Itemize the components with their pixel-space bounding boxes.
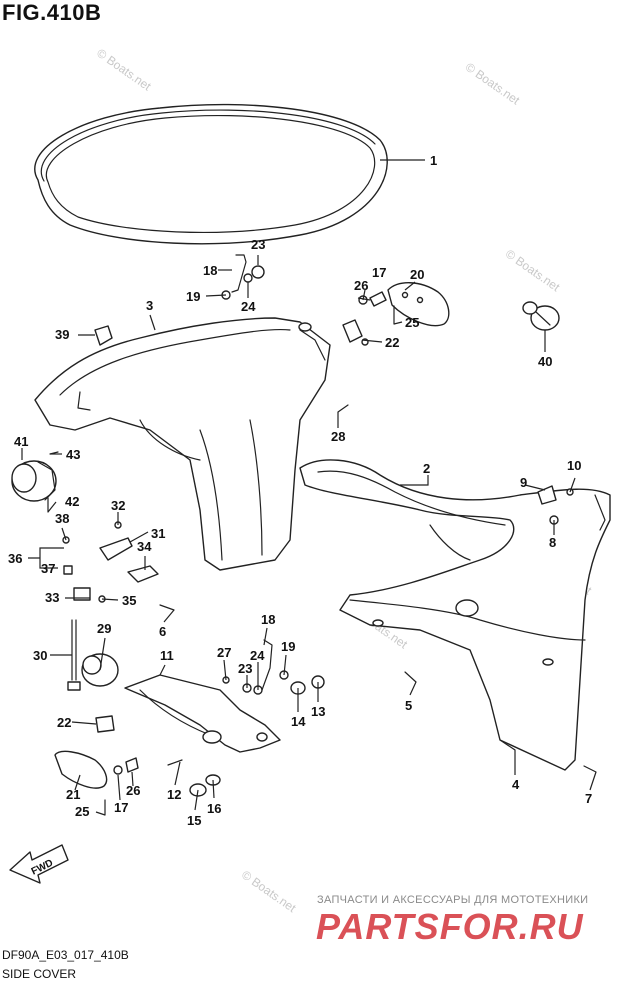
callout-12: 12	[167, 787, 181, 802]
callout-23: 23	[251, 237, 265, 252]
callout-18: 18	[203, 263, 217, 278]
part-11-bracket	[124, 674, 281, 753]
footer-name: SIDE COVER	[2, 967, 77, 981]
part-3-left-cover	[34, 317, 331, 571]
callout-43: 43	[66, 447, 80, 462]
callout-22-lower: 22	[57, 715, 71, 730]
callout-24: 24	[241, 299, 256, 314]
callout-29: 29	[97, 621, 111, 636]
callout-26-lower: 26	[126, 783, 140, 798]
callout-27: 27	[217, 645, 231, 660]
part-41-boot	[11, 460, 57, 502]
callout-35: 35	[122, 593, 136, 608]
callout-38: 38	[55, 511, 69, 526]
footer-code: DF90A_E03_017_410B	[2, 948, 129, 962]
callouts: 1 2 3 4 5 6 7 8 9 10 11 12 13 14 15 16 1…	[8, 153, 592, 828]
callout-41: 41	[14, 434, 28, 449]
boats-watermark: © Boats.net	[503, 247, 563, 295]
boats-watermark: © Boats.net	[239, 868, 299, 916]
callout-28: 28	[331, 429, 345, 444]
callout-31: 31	[151, 526, 165, 541]
part-1-seal	[34, 103, 388, 245]
callout-26: 26	[354, 278, 368, 293]
callout-40: 40	[538, 354, 552, 369]
callout-34: 34	[137, 539, 152, 554]
callout-36: 36	[8, 551, 22, 566]
callout-42: 42	[65, 494, 79, 509]
callout-3: 3	[146, 298, 153, 313]
callout-30: 30	[33, 648, 47, 663]
callout-4: 4	[512, 777, 520, 792]
callout-23-lower: 23	[238, 661, 252, 676]
callout-19-lower: 19	[281, 639, 295, 654]
callout-18-lower: 18	[261, 612, 275, 627]
callout-13: 13	[311, 704, 325, 719]
watermark-ru-text: ЗАПЧАСТИ И АКСЕССУАРЫ ДЛЯ МОТОТЕХНИКИ	[317, 894, 589, 906]
fwd-arrow: FWD	[9, 844, 69, 884]
callout-7: 7	[585, 791, 592, 806]
watermark-logo: PARTSFOR.RU	[316, 906, 584, 947]
boats-watermark: © Boats.net	[463, 60, 523, 108]
callout-10: 10	[567, 458, 581, 473]
part-2-right-cover	[299, 459, 611, 771]
callout-1: 1	[430, 153, 437, 168]
callout-37: 37	[41, 561, 55, 576]
callout-32: 32	[111, 498, 125, 513]
callout-33: 33	[45, 590, 59, 605]
callout-9: 9	[520, 475, 527, 490]
callout-5: 5	[405, 698, 412, 713]
callout-17-lower: 17	[114, 800, 128, 815]
callout-16: 16	[207, 801, 221, 816]
part-30-tie	[67, 619, 81, 691]
callout-22: 22	[385, 335, 399, 350]
callout-25: 25	[405, 315, 419, 330]
leader-lines	[21, 159, 597, 816]
callout-19: 19	[186, 289, 200, 304]
part-20-handle	[387, 282, 450, 327]
boats-watermark: © Boats.net	[94, 46, 154, 94]
callout-2: 2	[423, 461, 430, 476]
callout-39: 39	[55, 327, 69, 342]
callout-15: 15	[187, 813, 201, 828]
part-21-handle	[54, 750, 108, 789]
callout-14: 14	[291, 714, 306, 729]
callout-11: 11	[160, 648, 174, 663]
callout-24-lower: 24	[250, 648, 265, 663]
callout-17: 17	[372, 265, 386, 280]
figure-title: FIG.410B	[2, 0, 102, 25]
callout-6: 6	[159, 624, 166, 639]
callout-21: 21	[66, 787, 80, 802]
callout-8: 8	[549, 535, 556, 550]
callout-20: 20	[410, 267, 424, 282]
callout-25-lower: 25	[75, 804, 89, 819]
part-40-plug	[522, 301, 560, 331]
